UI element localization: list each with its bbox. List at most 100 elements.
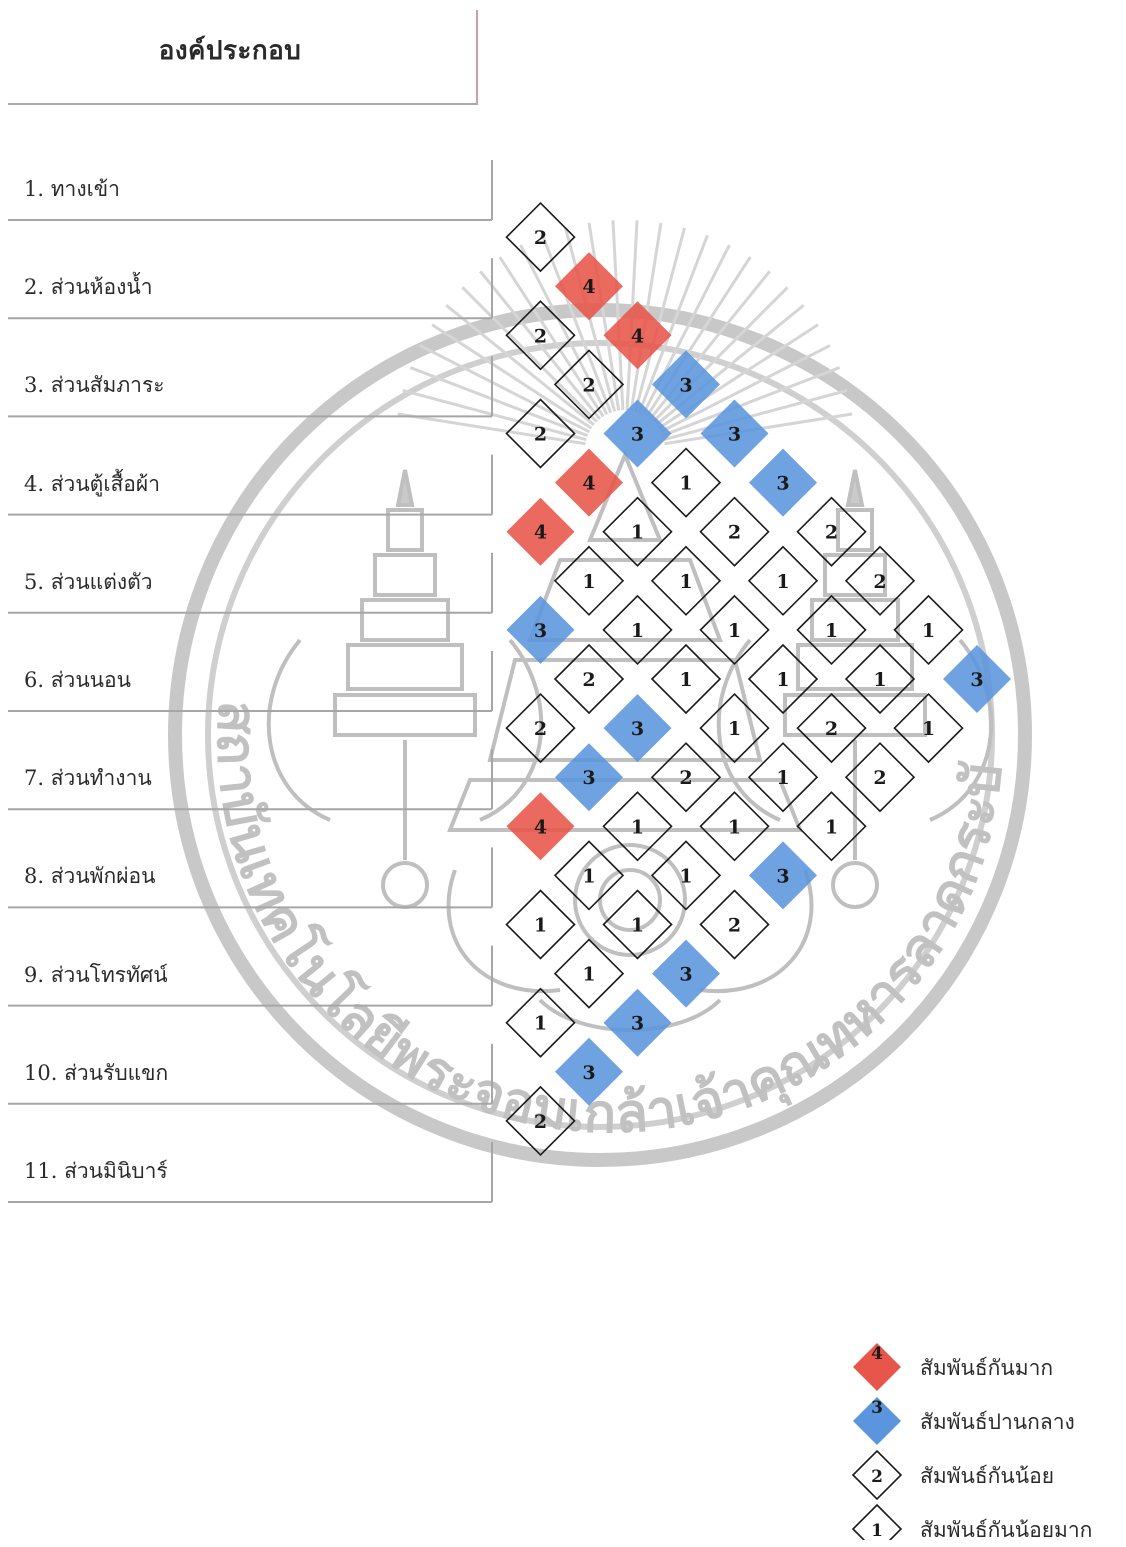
svg-text:1: 1 xyxy=(728,816,741,838)
svg-text:1: 1 xyxy=(679,669,692,691)
svg-text:1: 1 xyxy=(679,865,692,887)
relation-cell-8-9: 1 xyxy=(507,891,575,959)
relation-cell-4-7: 1 xyxy=(604,596,672,664)
relation-cell-1-2: 2 xyxy=(507,203,575,271)
svg-text:1: 1 xyxy=(679,571,692,593)
svg-text:2: 2 xyxy=(534,424,547,446)
relation-cell-5-10: 1 xyxy=(701,792,769,860)
relation-cell-2-8: 1 xyxy=(749,547,817,615)
svg-text:3: 3 xyxy=(631,718,644,740)
svg-text:1: 1 xyxy=(679,473,692,495)
svg-text:1: 1 xyxy=(871,1521,883,1540)
relation-cell-8-10: 1 xyxy=(555,940,623,1008)
svg-text:2: 2 xyxy=(534,227,547,249)
svg-text:2: 2 xyxy=(582,669,595,691)
svg-text:4: 4 xyxy=(534,522,547,544)
relation-cell-2-10: 1 xyxy=(846,645,914,713)
relation-cell-3-5: 4 xyxy=(555,449,623,517)
svg-text:2: 2 xyxy=(582,374,595,396)
svg-text:4: 4 xyxy=(631,325,644,347)
legend-icon: 2 xyxy=(853,1451,901,1499)
relation-cell-7-11: 3 xyxy=(652,940,720,1008)
svg-text:1: 1 xyxy=(922,620,935,642)
svg-text:3: 3 xyxy=(728,424,741,446)
svg-text:3: 3 xyxy=(534,620,547,642)
svg-text:3: 3 xyxy=(582,1062,595,1084)
svg-text:1: 1 xyxy=(631,816,644,838)
svg-text:2: 2 xyxy=(534,325,547,347)
svg-text:3: 3 xyxy=(631,1013,644,1035)
relation-cell-3-6: 1 xyxy=(604,498,672,566)
relation-cell-5-9: 2 xyxy=(652,743,720,811)
svg-text:1: 1 xyxy=(582,571,595,593)
svg-text:สถาบันเทคโนโลยีพระจอมเกล้าเจ้า: สถาบันเทคโนโลยีพระจอมเกล้าเจ้าคุณทหารลาด… xyxy=(0,0,1015,1145)
svg-text:1: 1 xyxy=(825,620,838,642)
svg-text:4: 4 xyxy=(534,816,547,838)
svg-text:2: 2 xyxy=(728,522,741,544)
legend-icon: 1 xyxy=(853,1505,901,1540)
svg-text:3: 3 xyxy=(679,964,692,986)
svg-text:1: 1 xyxy=(582,865,595,887)
svg-text:2: 2 xyxy=(825,522,838,544)
svg-text:2: 2 xyxy=(871,1467,883,1487)
relation-cell-8-11: 3 xyxy=(604,989,672,1057)
svg-text:2: 2 xyxy=(534,718,547,740)
relation-cell-2-7: 2 xyxy=(701,498,769,566)
relation-cell-4-6: 1 xyxy=(555,547,623,615)
relation-cell-1-7: 3 xyxy=(749,449,817,517)
relation-cell-4-5: 4 xyxy=(507,498,575,566)
svg-text:3: 3 xyxy=(582,767,595,789)
svg-text:1: 1 xyxy=(825,816,838,838)
svg-text:3: 3 xyxy=(631,424,644,446)
svg-text:3: 3 xyxy=(776,473,789,495)
svg-text:4: 4 xyxy=(582,473,595,495)
svg-text:1: 1 xyxy=(631,522,644,544)
svg-text:1: 1 xyxy=(728,620,741,642)
svg-text:1: 1 xyxy=(922,718,935,740)
svg-text:2: 2 xyxy=(873,767,886,789)
svg-text:2: 2 xyxy=(728,915,741,937)
svg-text:1: 1 xyxy=(776,767,789,789)
svg-text:2: 2 xyxy=(873,571,886,593)
legend-icon: 4 xyxy=(853,1343,901,1391)
svg-text:3: 3 xyxy=(776,865,789,887)
relation-cell-9-10: 1 xyxy=(507,989,575,1057)
relation-cell-6-9: 1 xyxy=(604,792,672,860)
relation-cell-3-7: 1 xyxy=(652,547,720,615)
svg-text:2: 2 xyxy=(825,718,838,740)
svg-text:1: 1 xyxy=(631,620,644,642)
relation-cell-6-11: 2 xyxy=(701,891,769,959)
relation-cell-2-6: 1 xyxy=(652,449,720,517)
svg-text:3: 3 xyxy=(679,374,692,396)
svg-text:1: 1 xyxy=(582,964,595,986)
svg-text:3: 3 xyxy=(970,669,983,691)
svg-text:4: 4 xyxy=(582,276,595,298)
legend-icon: 3 xyxy=(853,1397,901,1445)
relation-cell-3-8: 1 xyxy=(701,596,769,664)
relation-cell-1-6: 3 xyxy=(701,400,769,468)
relation-cell-2-9: 1 xyxy=(798,596,866,664)
relation-cell-5-8: 3 xyxy=(604,694,672,762)
svg-text:1: 1 xyxy=(873,669,886,691)
relation-cell-4-8: 1 xyxy=(652,645,720,713)
svg-text:2: 2 xyxy=(534,1111,547,1133)
watermark-seal: สถาบันเทคโนโลยีพระจอมเกล้าเจ้าคุณทหารลาด… xyxy=(0,0,1025,1160)
relation-cell-5-6: 3 xyxy=(507,596,575,664)
relation-cell-5-11: 3 xyxy=(749,841,817,909)
relation-cell-2-11: 1 xyxy=(895,694,963,762)
svg-text:1: 1 xyxy=(776,571,789,593)
relation-cell-6-8: 3 xyxy=(555,743,623,811)
relation-cell-5-7: 2 xyxy=(555,645,623,713)
svg-text:1: 1 xyxy=(631,915,644,937)
svg-text:2: 2 xyxy=(679,767,692,789)
svg-text:1: 1 xyxy=(534,1013,547,1035)
relation-cell-1-11: 3 xyxy=(943,645,1011,713)
svg-text:3: 3 xyxy=(871,1398,883,1418)
relation-cell-7-8: 4 xyxy=(507,792,575,860)
svg-text:4: 4 xyxy=(871,1344,883,1364)
svg-text:1: 1 xyxy=(776,669,789,691)
relation-cell-1-10: 1 xyxy=(895,596,963,664)
svg-text:1: 1 xyxy=(728,718,741,740)
